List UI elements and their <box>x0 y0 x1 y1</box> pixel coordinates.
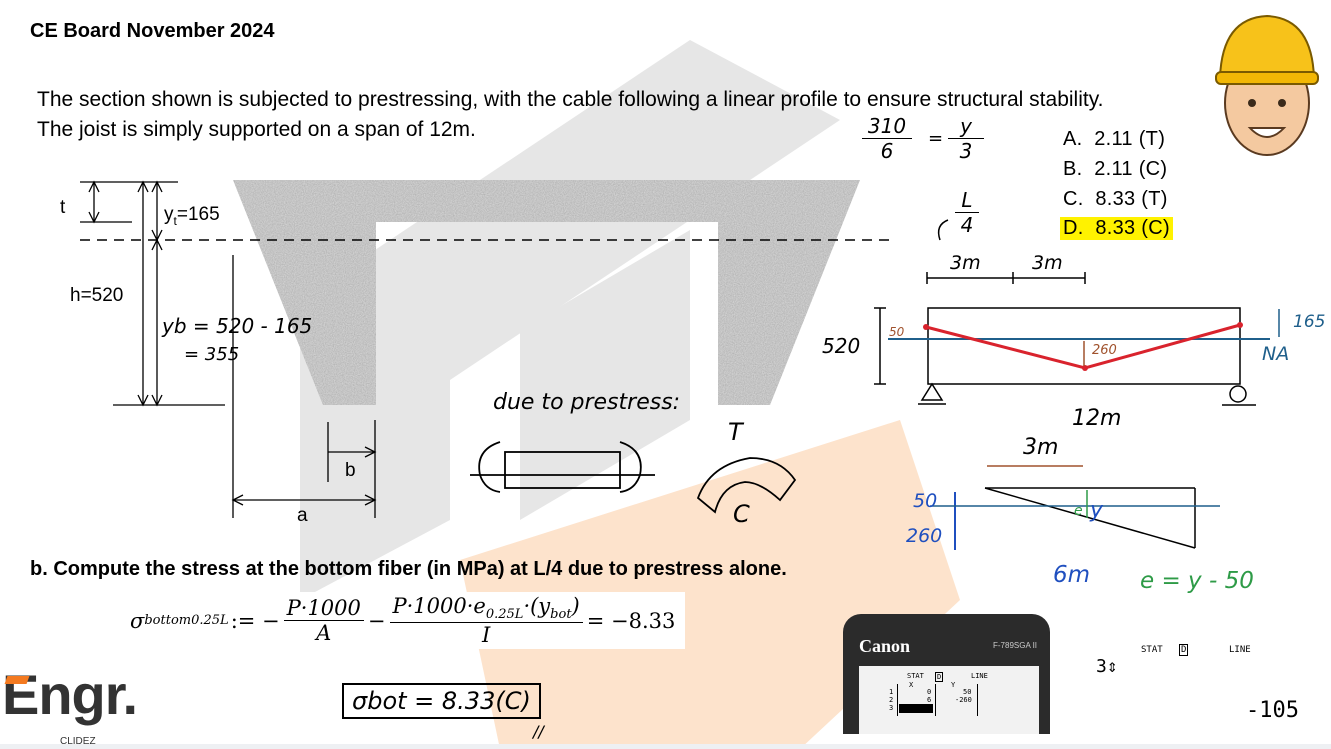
problem-line-1: The section shown is subjected to prestr… <box>37 88 1104 111</box>
page-title: CE Board November 2024 <box>30 20 275 42</box>
choice-a: A. 2.11 (T) <box>1063 128 1166 150</box>
note-compression: C <box>733 500 750 528</box>
choice-d-highlighted: D. 8.33 (C) <box>1060 217 1173 240</box>
note-span-3m-b: 3m <box>1032 252 1063 274</box>
note-span-12m: 12m <box>1072 406 1122 431</box>
answer-box: σbot = 8.33(C) <box>342 683 541 719</box>
label-b: b <box>345 460 356 481</box>
prestress-sketch <box>470 441 797 514</box>
engr-logo: Engr. <box>2 663 138 726</box>
label-t: t <box>60 197 66 218</box>
note-tri-3m: 3m <box>1023 435 1059 460</box>
note-tri-50: 50 <box>913 490 938 512</box>
label-yt: yt=165 <box>164 204 220 228</box>
note-due-to-prestress: due to prestress: <box>493 390 681 415</box>
concrete-section <box>233 180 860 405</box>
logo-subtitle: CLIDEZ <box>60 736 96 747</box>
calculator-brand: Canon <box>859 636 911 656</box>
choice-c: C. 8.33 (T) <box>1063 188 1168 210</box>
logo-accent <box>4 676 30 684</box>
bottom-strip <box>0 744 1331 749</box>
note-tri-260: 260 <box>906 525 943 547</box>
cable-profile <box>925 323 1241 370</box>
choice-b: B. 2.11 (C) <box>1063 158 1168 180</box>
label-yb: yb = 520 - 165 <box>162 314 313 338</box>
display-result: -105 <box>1246 698 1299 723</box>
note-ecc-260: 260 <box>1092 343 1117 358</box>
note-span-3m-a: 3m <box>950 252 981 274</box>
note-tri-y: y <box>1090 498 1104 523</box>
note-depth-520: 520 <box>822 334 861 358</box>
note-tension: T <box>728 418 743 446</box>
display-mode: D <box>1179 644 1189 656</box>
display-input: 3⇕ <box>1096 656 1118 677</box>
display-stat: STAT <box>1141 645 1163 655</box>
problem-line-2: The joist is simply supported on a span … <box>37 118 476 141</box>
display-line: LINE <box>1229 645 1251 655</box>
answer-mark: // <box>533 722 544 741</box>
note-na: NA <box>1262 343 1290 365</box>
engineer-avatar-icon <box>1215 14 1319 156</box>
question-b: b. Compute the stress at the bottom fibe… <box>30 558 787 580</box>
label-h: h=520 <box>70 285 124 306</box>
note-yt-165: 165 <box>1293 312 1326 332</box>
label-yb-value: = 355 <box>184 344 240 365</box>
note-e-equation: e = y - 50 <box>1140 568 1254 594</box>
calculator-model: F-789SGA II <box>993 641 1038 650</box>
label-a: a <box>297 505 308 526</box>
note-tri-6m: 6m <box>1053 562 1091 588</box>
ratio-eq: = <box>928 128 944 149</box>
note-ecc-50: 50 <box>889 325 905 339</box>
note-tri-e: e <box>1074 503 1083 519</box>
